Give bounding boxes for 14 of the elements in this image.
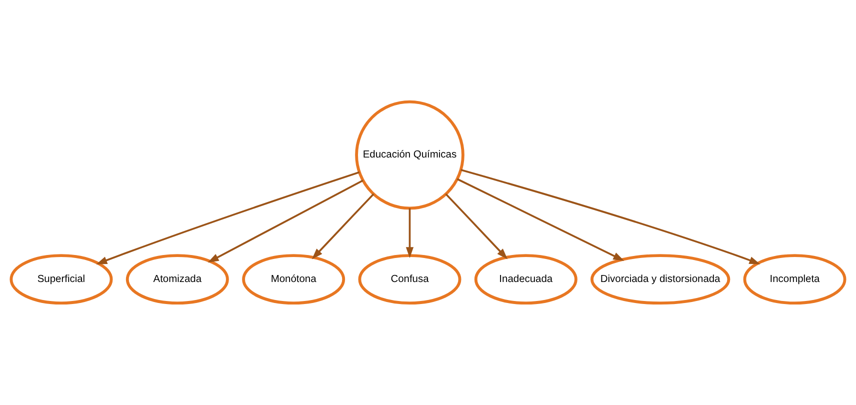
node-ellipse: Monótona — [242, 254, 346, 305]
arrow — [208, 180, 364, 263]
arrow — [456, 178, 624, 261]
arrow — [96, 171, 360, 264]
arrow — [312, 193, 374, 260]
arrow — [406, 208, 414, 258]
arrow — [460, 169, 760, 264]
node-ellipse: Divorciada y distorsionada — [590, 254, 730, 305]
node-ellipse: Inadecuada — [474, 254, 578, 305]
node-circle: Educación Químicas — [355, 100, 464, 210]
node-ellipse: Incompleta — [743, 254, 846, 305]
node-ellipse: Superficial — [10, 254, 113, 305]
arrow — [445, 193, 508, 260]
node-ellipse: Confusa — [358, 254, 462, 305]
